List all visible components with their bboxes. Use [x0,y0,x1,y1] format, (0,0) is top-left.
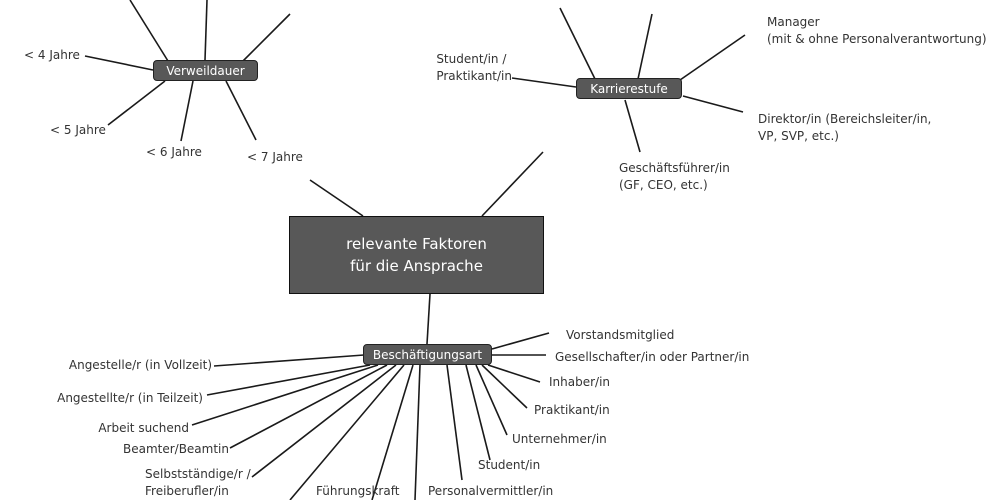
connector-besch-teilzeit [206,364,371,396]
besch-item-fuehrungskraft: Führungskraft [316,484,400,498]
connector-besch-personalvermittler [446,364,463,481]
connector-besch-student [465,364,491,461]
connector-karriere-top-2 [637,13,653,80]
besch-item-personalvermittler: Personalvermittler/in [428,484,554,498]
node-verweildauer[interactable]: Verweildauer [153,60,258,81]
connector-karriere-direktor [682,95,744,113]
besch-item-inhaber: Inhaber/in [549,375,611,389]
connector-verweildauer-top-1 [129,0,169,62]
connector-karriere-top-1 [559,7,596,80]
connector-verweildauer-top-2 [204,0,208,61]
connector-besch-vollzeit [213,354,365,367]
connector-center-verweildauer [309,179,364,217]
karriere-item-gf: Geschäftsführer/in (GF, CEO, etc.) [619,161,730,192]
besch-item-vorstand: Vorstandsmitglied [566,328,675,342]
karriere-item-student: Student/in / Praktikant/in [436,52,512,83]
verweildauer-item-7: < 7 Jahre [247,150,303,164]
besch-item-arbeitsuchend: Arbeit suchend [98,421,189,435]
connector-besch-extra-2 [414,364,421,500]
verweildauer-item-5: < 5 Jahre [50,123,106,137]
connector-besch-beamter [229,364,388,449]
connector-besch-unternehmer [475,364,508,436]
besch-item-vollzeit: Angestelle/r (in Vollzeit) [68,358,212,372]
besch-item-teilzeit: Angestellte/r (in Teilzeit) [57,391,203,405]
karriere-item-manager: Manager (mit & ohne Personalverantwortun… [767,15,987,46]
besch-item-beamter: Beamter/Beamtin [122,442,229,456]
connector-besch-praktikant [481,364,528,409]
connector-verweildauer-6 [180,80,194,142]
verweildauer-item-4: < 4 Jahre [24,48,80,62]
connector-verweildauer-7 [225,80,257,141]
connector-besch-extra-1 [289,364,405,500]
verweildauer-item-6: < 6 Jahre [146,145,202,159]
connector-besch-selbst [251,364,397,478]
connector-center-karrierestufe [481,151,544,217]
besch-item-selbststaendig: Selbstständige/r / Freiberufler/in [145,467,251,498]
connector-besch-fuehrung [371,364,414,500]
connector-center-beschaeftigungsart [426,293,431,345]
central-node[interactable]: relevante Faktoren für die Ansprache [289,216,544,294]
karriere-item-direktor: Direktor/in (Bereichsleiter/in, VP, SVP,… [758,112,932,143]
connector-verweildauer-5 [107,80,166,126]
node-karrierestufe[interactable]: Karrierestufe [576,78,682,99]
connector-verweildauer-top-3 [242,13,291,62]
connector-besch-vorstand [491,332,550,350]
besch-item-gesellschafter: Gesellschafter/in oder Partner/in [555,350,750,364]
node-beschaeftigungsart[interactable]: Beschäftigungsart [363,344,492,365]
connector-besch-arbeitsuchend [191,364,379,426]
besch-item-praktikant: Praktikant/in [534,403,610,417]
connector-karriere-student [511,77,577,88]
connector-besch-inhaber [487,364,541,383]
connector-verweildauer-4 [84,55,154,71]
besch-item-unternehmer: Unternehmer/in [512,432,607,446]
connector-karriere-gf [624,99,641,153]
besch-item-student: Student/in [478,458,541,472]
connector-karriere-manager [679,34,746,81]
